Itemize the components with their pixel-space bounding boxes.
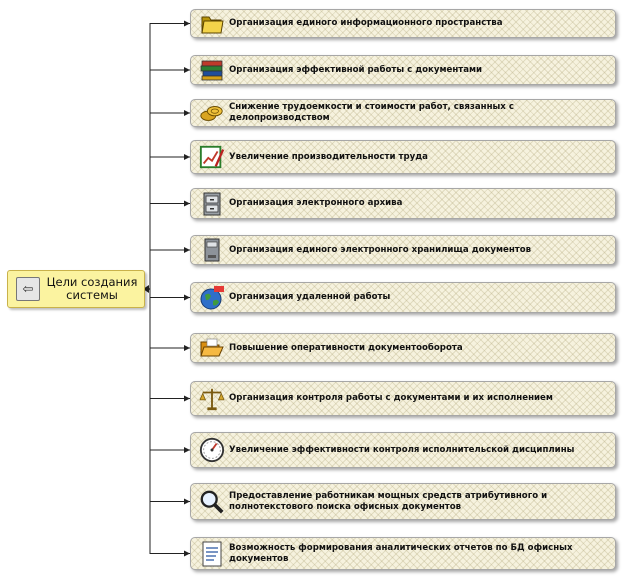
connector-arrowhead <box>184 498 190 505</box>
connector-arrowhead <box>184 247 190 253</box>
goal-node[interactable]: Организация единого информационного прос… <box>190 9 616 38</box>
connector-line <box>149 289 190 502</box>
goal-label: Снижение трудоемкости и стоимости работ,… <box>229 102 514 123</box>
exit-door-icon: ⇦ <box>16 277 40 301</box>
goal-node[interactable]: Организация электронного архива <box>190 188 616 219</box>
goal-label: Организация единого электронного хранили… <box>229 244 532 255</box>
file-cabinet-icon <box>199 191 225 217</box>
goal-label: Организация контроля работы с документам… <box>229 393 553 403</box>
connector-arrowhead <box>184 110 190 116</box>
goal-label: Организация эффективной работы с докумен… <box>229 64 483 75</box>
goal-node[interactable]: Возможность формирования аналитических о… <box>190 537 616 570</box>
goal-label: Возможность формирования аналитических о… <box>229 542 573 564</box>
server-icon <box>199 237 225 263</box>
connector-line <box>149 249 190 289</box>
magnifier-icon <box>199 489 225 515</box>
goal-node[interactable]: Организация контроля работы с документам… <box>190 381 616 416</box>
report-icon <box>199 541 225 567</box>
connector-line <box>149 289 190 399</box>
goal-node[interactable]: Предоставление работникам мощных средств… <box>190 483 616 520</box>
connector-arrowhead <box>184 294 190 301</box>
open-folder-icon <box>199 335 225 361</box>
connector-arrowhead <box>184 154 190 160</box>
goal-label: Организация единого информационного прос… <box>229 18 503 28</box>
goal-label: Увеличение эффективности контроля исполн… <box>229 444 575 455</box>
connector-line <box>149 203 190 289</box>
folders-icon <box>199 11 225 37</box>
goal-label: Повышение оперативности документооборота <box>229 342 463 353</box>
goal-node[interactable]: Организация удаленной работы <box>190 282 616 313</box>
connector-line <box>149 156 190 289</box>
goal-node[interactable]: Снижение трудоемкости и стоимости работ,… <box>190 99 616 127</box>
scales-icon <box>199 386 225 412</box>
goal-label: Организация удаленной работы <box>229 292 391 302</box>
root-arrowhead <box>143 285 149 293</box>
connector-arrowhead <box>184 447 190 453</box>
connector-arrowhead <box>184 345 190 351</box>
goal-node[interactable]: Увеличение производительности труда <box>190 140 616 174</box>
globe-icon <box>199 285 225 311</box>
root-node[interactable]: ⇦ Цели создания системы <box>7 270 145 308</box>
connector-arrowhead <box>184 395 190 402</box>
connector-arrowhead <box>184 67 190 73</box>
goal-node[interactable]: Организация единого электронного хранили… <box>190 235 616 265</box>
connector-arrowhead <box>184 200 190 207</box>
connector-arrowhead <box>184 20 190 27</box>
gauge-icon <box>199 437 225 463</box>
connector-line <box>149 69 190 289</box>
connector-line <box>149 289 190 451</box>
root-label: Цели создания системы <box>46 275 138 302</box>
goal-label: Организация электронного архива <box>229 198 403 208</box>
coins-icon <box>199 100 225 126</box>
goal-node[interactable]: Повышение оперативности документооборота <box>190 333 616 363</box>
goal-label: Увеличение производительности труда <box>229 151 428 162</box>
goal-node[interactable]: Организация эффективной работы с докумен… <box>190 55 616 85</box>
chart-pen-icon <box>199 144 225 170</box>
connector-arrowhead <box>184 550 190 557</box>
goal-label: Предоставление работникам мощных средств… <box>229 490 548 512</box>
connector-line <box>149 289 190 554</box>
books-icon <box>199 57 225 83</box>
goal-node[interactable]: Увеличение эффективности контроля исполн… <box>190 432 616 468</box>
